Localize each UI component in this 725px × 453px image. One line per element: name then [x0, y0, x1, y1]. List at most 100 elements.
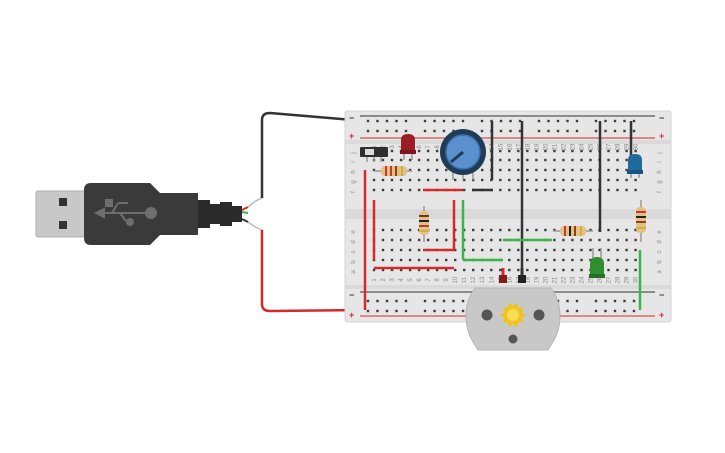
breadboard-hole[interactable]	[481, 268, 484, 272]
breadboard-hole[interactable]	[381, 188, 385, 192]
breadboard-hole[interactable]	[508, 248, 511, 252]
breadboard-hole[interactable]	[499, 248, 502, 252]
breadboard-hole[interactable]	[634, 188, 637, 192]
breadboard-hole[interactable]	[589, 168, 592, 172]
breadboard-hole[interactable]	[454, 268, 457, 272]
breadboard-hole[interactable]	[508, 228, 511, 232]
breadboard-hole[interactable]	[381, 248, 385, 252]
breadboard-hole[interactable]	[499, 188, 502, 192]
led-green[interactable]	[589, 248, 605, 278]
breadboard-hole[interactable]	[508, 188, 511, 192]
breadboard-hole[interactable]	[634, 228, 637, 232]
breadboard-hole[interactable]	[390, 268, 394, 272]
breadboard-hole[interactable]	[423, 299, 427, 303]
breadboard-hole[interactable]	[562, 168, 565, 172]
breadboard-hole[interactable]	[463, 268, 466, 272]
breadboard-hole[interactable]	[580, 258, 583, 262]
breadboard-hole[interactable]	[634, 238, 637, 242]
breadboard-hole[interactable]	[390, 188, 394, 192]
breadboard-hole[interactable]	[417, 149, 421, 153]
breadboard-hole[interactable]	[571, 238, 574, 242]
breadboard-hole[interactable]	[553, 268, 556, 272]
breadboard-hole[interactable]	[417, 248, 421, 252]
breadboard-hole[interactable]	[625, 268, 628, 272]
breadboard-hole[interactable]	[395, 129, 398, 133]
breadboard-hole[interactable]	[445, 168, 448, 172]
breadboard-hole[interactable]	[562, 258, 565, 262]
breadboard-hole[interactable]	[366, 309, 370, 313]
breadboard-hole[interactable]	[426, 149, 430, 153]
breadboard-hole[interactable]	[517, 248, 520, 252]
breadboard-hole[interactable]	[634, 258, 637, 262]
breadboard-hole[interactable]	[607, 168, 610, 172]
breadboard-hole[interactable]	[544, 158, 547, 162]
breadboard-hole[interactable]	[553, 238, 556, 242]
breadboard-hole[interactable]	[435, 258, 439, 262]
breadboard-hole[interactable]	[580, 188, 583, 192]
breadboard-hole[interactable]	[623, 299, 626, 303]
breadboard-hole[interactable]	[517, 228, 520, 232]
breadboard-hole[interactable]	[508, 158, 511, 162]
breadboard-hole[interactable]	[390, 258, 394, 262]
breadboard-hole[interactable]	[526, 158, 529, 162]
breadboard-hole[interactable]	[604, 119, 607, 123]
breadboard-hole[interactable]	[518, 129, 522, 133]
breadboard-hole[interactable]	[435, 158, 439, 162]
breadboard-hole[interactable]	[562, 178, 565, 182]
breadboard-hole[interactable]	[571, 158, 574, 162]
breadboard-hole[interactable]	[607, 158, 610, 162]
breadboard-hole[interactable]	[598, 238, 601, 242]
usb-connector[interactable]	[35, 183, 263, 245]
breadboard-hole[interactable]	[452, 299, 455, 303]
breadboard-hole[interactable]	[580, 178, 583, 182]
breadboard-hole[interactable]	[381, 158, 385, 162]
breadboard-hole[interactable]	[395, 309, 398, 313]
breadboard-hole[interactable]	[616, 168, 619, 172]
breadboard-hole[interactable]	[556, 119, 560, 123]
breadboard-hole[interactable]	[452, 119, 455, 123]
breadboard-hole[interactable]	[461, 309, 465, 313]
breadboard-hole[interactable]	[390, 178, 394, 182]
breadboard-hole[interactable]	[499, 119, 503, 123]
breadboard-hole[interactable]	[381, 268, 385, 272]
breadboard-hole[interactable]	[376, 129, 379, 133]
breadboard-hole[interactable]	[623, 119, 626, 123]
breadboard-hole[interactable]	[445, 258, 448, 262]
breadboard-hole[interactable]	[508, 268, 511, 272]
breadboard-hole[interactable]	[562, 188, 565, 192]
breadboard-hole[interactable]	[442, 119, 446, 123]
breadboard-hole[interactable]	[566, 129, 569, 133]
breadboard-hole[interactable]	[435, 168, 439, 172]
breadboard-hole[interactable]	[571, 188, 574, 192]
breadboard-hole[interactable]	[553, 178, 556, 182]
wire-black-power[interactable]	[260, 111, 366, 198]
breadboard-hole[interactable]	[426, 168, 430, 172]
breadboard-hole[interactable]	[442, 299, 446, 303]
breadboard-hole[interactable]	[408, 268, 412, 272]
breadboard-hole[interactable]	[571, 268, 574, 272]
breadboard-hole[interactable]	[616, 268, 619, 272]
breadboard-hole[interactable]	[553, 258, 556, 262]
breadboard-hole[interactable]	[435, 178, 439, 182]
breadboard-hole[interactable]	[613, 129, 617, 133]
breadboard-hole[interactable]	[433, 119, 436, 123]
breadboard-hole[interactable]	[433, 309, 436, 313]
breadboard-hole[interactable]	[526, 168, 529, 172]
breadboard-hole[interactable]	[408, 228, 412, 232]
breadboard-hole[interactable]	[580, 149, 583, 153]
breadboard-hole[interactable]	[625, 158, 628, 162]
breadboard-hole[interactable]	[472, 228, 475, 232]
breadboard-hole[interactable]	[390, 228, 394, 232]
breadboard-hole[interactable]	[426, 238, 430, 242]
breadboard-hole[interactable]	[452, 129, 455, 133]
breadboard-hole[interactable]	[452, 309, 455, 313]
breadboard-hole[interactable]	[589, 238, 592, 242]
breadboard-hole[interactable]	[535, 248, 538, 252]
breadboard-hole[interactable]	[399, 238, 403, 242]
breadboard-hole[interactable]	[625, 228, 628, 232]
breadboard-hole[interactable]	[625, 178, 628, 182]
breadboard-hole[interactable]	[517, 268, 520, 272]
breadboard-hole[interactable]	[562, 248, 565, 252]
breadboard-hole[interactable]	[571, 258, 574, 262]
breadboard-hole[interactable]	[395, 119, 398, 123]
